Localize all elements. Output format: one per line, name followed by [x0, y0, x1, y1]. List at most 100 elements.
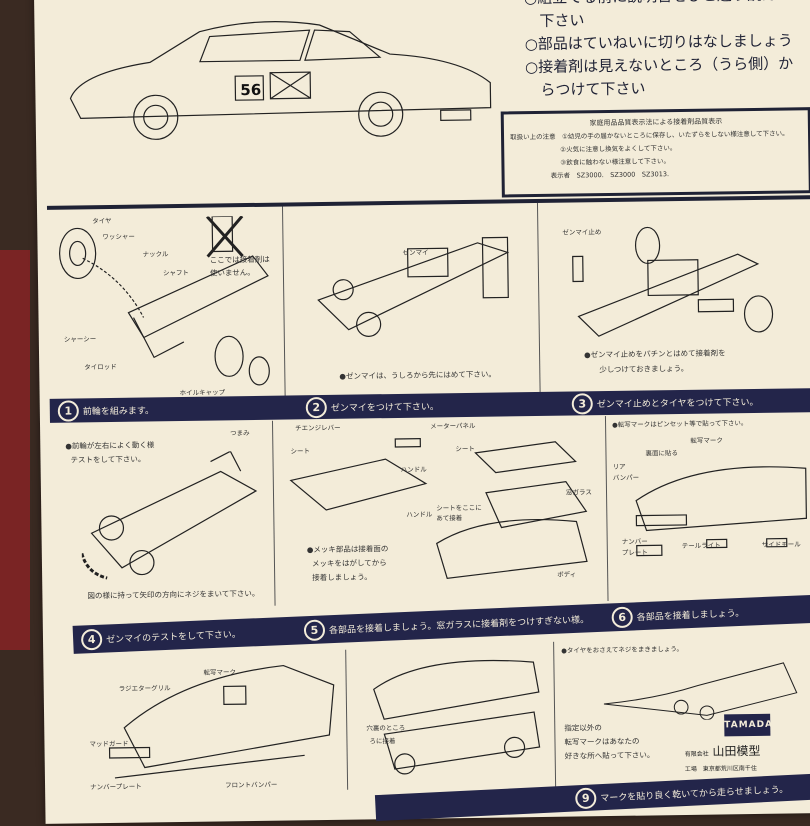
step-title: ゼンマイをつけて下さい。: [330, 401, 439, 414]
panel-caption: 指定以外の: [564, 723, 602, 733]
panel-caption: ●ゼンマイは、うしろから先にはめて下さい。: [339, 369, 496, 381]
part-label: ナンバープレート: [90, 782, 142, 792]
part-label: 窓ガラス: [565, 488, 592, 497]
interior-assembly-diagram: [289, 438, 588, 579]
part-label: ゼンマイ: [402, 248, 429, 257]
assembly-notes: ○組立てる前に説明書をひと通り読んで 下さい ○部品はていねいに切りはなしましょ…: [524, 0, 810, 102]
part-label: チエンジレバー: [295, 423, 341, 433]
panel-caption: ●ゼンマイ止めをパチンとはめて接着剤を: [584, 348, 726, 360]
part-label: タイヤ: [92, 216, 112, 226]
part-label: シート: [455, 444, 475, 454]
part-label: バンパー: [612, 473, 640, 482]
step-number: 2: [305, 396, 327, 418]
step-number: 3: [571, 392, 593, 415]
company-type: 有限会社: [684, 750, 709, 758]
note-line: らつけて下さい: [525, 79, 646, 100]
divider: [536, 202, 541, 393]
step-number: 6: [611, 605, 634, 628]
instruction-sheet: 56 ○組立てる前に説明書をひと通り読んで 下さい ○部品はていねいに切りはなし…: [34, 0, 810, 824]
seat-glue-note: シートをここに あて接着: [436, 503, 482, 523]
step-title: ゼンマイ止めとタイヤをつけて下さい。: [596, 397, 759, 410]
step-number: 1: [57, 399, 79, 422]
part-label: リア: [612, 462, 626, 471]
step-title: 各部品を接着しましょう。窓ガラスに接着剤をつけすぎない様。: [328, 614, 590, 636]
part-label: 穴裏のところ: [366, 723, 406, 733]
part-label: ハンドル: [406, 510, 433, 519]
part-label: シャフト: [162, 268, 189, 278]
divider: [604, 416, 609, 602]
step-title: マークを貼り良く乾いてから走らせましょう。: [600, 784, 789, 804]
motor-test-diagram: [80, 450, 258, 580]
rear-parts-diagram: [635, 466, 808, 557]
panel-caption: 少しつけておきましょう。: [599, 363, 689, 375]
divider: [281, 206, 286, 397]
panel-caption: 図の様に持って矢印の方向にネジをまいて下さい。: [87, 588, 260, 601]
part-label: シート: [290, 447, 310, 456]
divider: [345, 649, 349, 790]
step-title: ゼンマイのテストをして下さい。: [105, 629, 242, 646]
panel-caption: 接着しましょう。: [312, 572, 372, 583]
part-label: ボディ: [557, 570, 577, 579]
panel-caption: テストをして下さい。: [70, 454, 146, 465]
part-label: 転写マーク: [203, 668, 237, 677]
caution-footer: 表示者 SZ3000. SZ3000 SZ3013.: [550, 170, 670, 180]
part-label: ナンバー: [621, 537, 648, 546]
caution-label: 取扱い上の注意: [509, 132, 556, 142]
part-label: マッドガード: [89, 739, 129, 749]
part-label: ナックル: [142, 250, 169, 259]
part-label: プレート: [621, 548, 648, 557]
maker-name: 有限会社 山田模型工場 東京都荒川区南千住: [685, 742, 761, 774]
part-label: テールライト: [681, 541, 721, 551]
part-label: ホイルキャップ: [179, 388, 226, 398]
adhesive-caution-box: 家庭用品品質表示法による接着剤品質表示 取扱い上の注意 ①幼児の手の届かないとこ…: [500, 107, 810, 198]
part-label: 裏面に貼る: [645, 449, 679, 458]
panel-caption: ●前輪が左右によく動く様: [65, 440, 155, 451]
spring-motor-diagram: [317, 236, 510, 337]
panel-caption: ●転写マークはピンセット等で貼って下さい。: [612, 419, 748, 429]
part-label: メーターパネル: [430, 421, 476, 431]
part-label: ワッシャー: [102, 232, 135, 242]
caution-item: ①幼児の手の届かないところに保存し、いたずらをしない様注意して下さい。: [561, 129, 789, 141]
car-illustration: [69, 21, 492, 140]
step-title: 各部品を接着しましょう。: [636, 608, 745, 623]
panel-caption: メッキをはがしてから: [311, 558, 387, 569]
note-line: ○接着剤は見えないところ（うら側）か: [524, 54, 794, 77]
part-label: サイドモール: [761, 540, 801, 549]
part-label: ゼンマイ止め: [562, 228, 602, 237]
step-number: 9: [574, 786, 597, 809]
panel-caption: ●メッキ部品は接着面の: [306, 544, 389, 555]
part-label: ラジエターグリル: [118, 684, 171, 693]
no-glue-note: ここでは接着剤は 使いません。: [209, 254, 270, 278]
part-label: 転写マーク: [690, 436, 723, 445]
car-number: 56: [240, 80, 262, 100]
panel-caption: 転写マークはあなたの: [564, 736, 640, 747]
step-number: 4: [80, 628, 103, 651]
step-number: 5: [303, 618, 326, 641]
divider: [46, 195, 810, 210]
part-label: つまみ: [230, 429, 250, 438]
tamada-logo: TAMADA: [724, 713, 773, 737]
wind-spring-diagram: [603, 662, 798, 721]
front-wheel-diagram: [59, 215, 270, 386]
body-front-diagram: [108, 664, 335, 779]
part-label: タイロッド: [84, 362, 117, 372]
company-name: 山田模型: [712, 743, 761, 759]
divider: [553, 641, 557, 787]
part-label: シャーシー: [63, 335, 97, 344]
part-label: ハンドル: [400, 465, 427, 474]
panel-caption: ●タイヤをおさえてネジをまきましょう。: [561, 645, 684, 655]
step-title: 前輪を組みます。: [82, 405, 155, 417]
body-chassis-diagram: [373, 659, 541, 775]
part-label: ろに接着: [369, 737, 396, 746]
divider: [271, 420, 276, 606]
background-red-object: [0, 250, 30, 650]
